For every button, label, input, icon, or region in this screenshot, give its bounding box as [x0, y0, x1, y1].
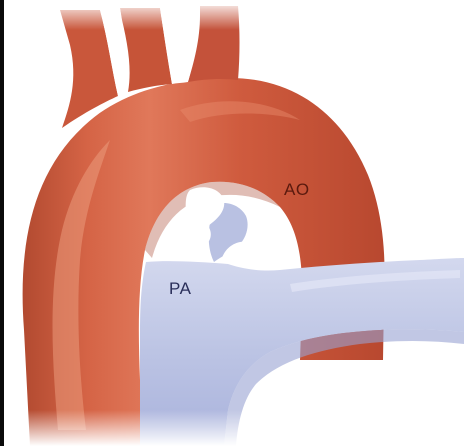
pulmonary-artery-label: PA [169, 280, 191, 297]
top-fade [4, 0, 464, 30]
aorta-label: AO [284, 181, 310, 198]
bottom-fade [4, 410, 464, 446]
